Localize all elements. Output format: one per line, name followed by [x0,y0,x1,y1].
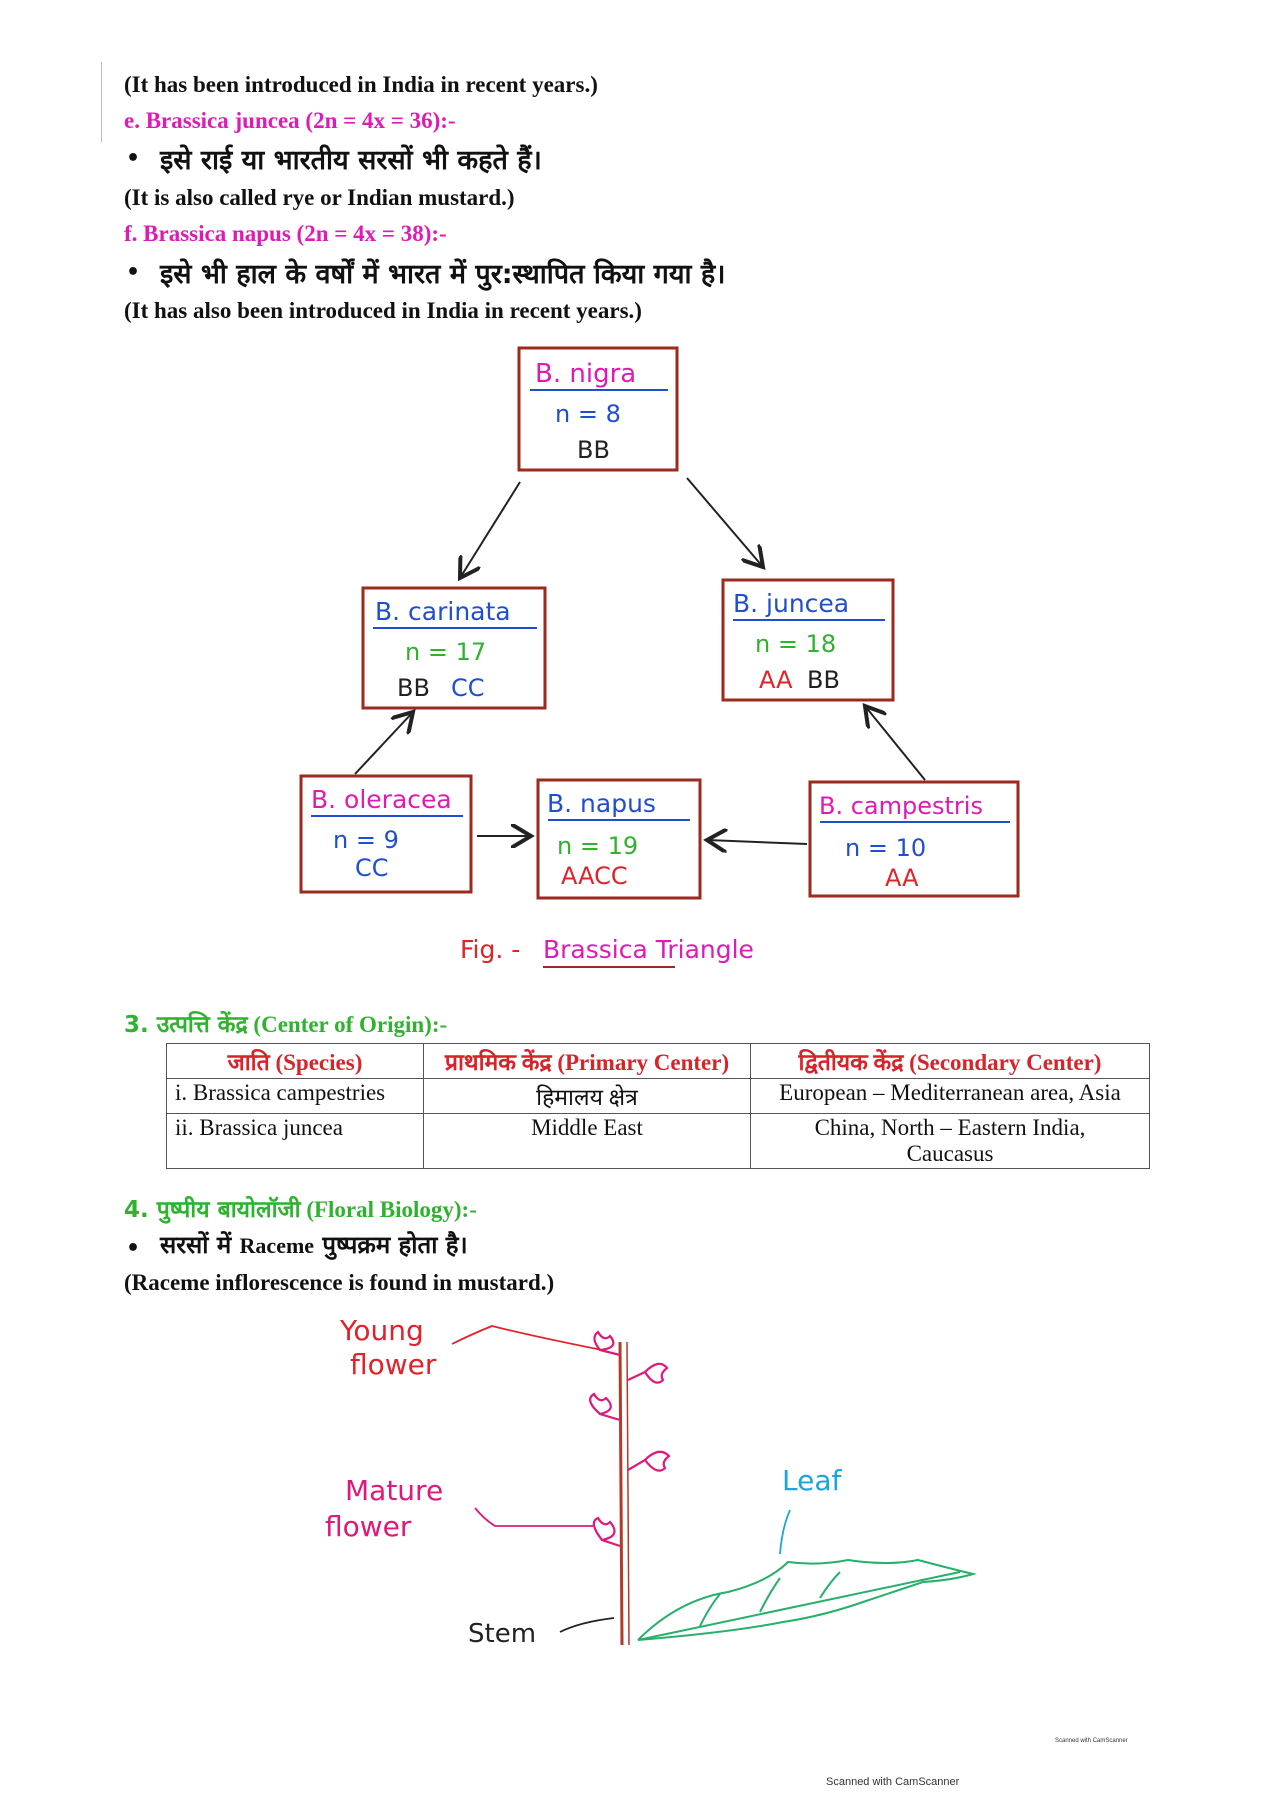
carinata-name: B. carinata [375,597,511,626]
napus-n: n = 19 [557,832,638,860]
arrow-campestris-juncea [865,706,926,781]
juncea-box [721,578,895,702]
table-cell: हिमालय क्षेत्र [423,1078,751,1114]
nigra-genome: BB [577,436,610,464]
oleracea-genome: CC [355,854,389,882]
nigra-box [517,346,679,472]
watermark-small: Scanned with CamScanner [1055,1738,1128,1744]
floral-hindi: सरसों में Raceme पुष्पक्रम होता है। [160,1228,468,1261]
carinata-genome-bb: BB [397,674,430,702]
arrow-nigra-juncea [686,477,763,567]
bullet: • [126,260,141,285]
stem-label: Stem [468,1619,536,1649]
caption-main: Brassica Triangle [543,935,754,964]
juncea-genome-bb: BB [807,666,840,694]
juncea-name: B. juncea [733,589,849,618]
table-cell: China, North – Eastern India, Caucasus [750,1113,1150,1169]
arrow-campestris-napus [707,840,808,844]
flowers [589,1330,671,1548]
arrow-nigra-carinata [460,481,521,578]
mature-flower-label-1: Mature [345,1474,443,1507]
floral-hindi-b: Raceme [239,1233,315,1258]
table-cell: Middle East [423,1113,751,1169]
table-header: प्राथमिक केंद्र (Primary Center) [423,1043,751,1079]
table-row: i. Brassica campestries हिमालय क्षेत्र E… [166,1078,1150,1114]
table-header-row: जाति (Species) प्राथमिक केंद्र (Primary … [166,1043,1150,1079]
oleracea-box [299,774,473,894]
juncea-genome-aa: AA [759,666,793,694]
oleracea-name: B. oleracea [311,785,452,814]
young-flower-label-1: Young [339,1314,424,1347]
leaf-label: Leaf [782,1464,842,1497]
origin-heading: 3. उत्पत्ति केंद्र (Center of Origin):- [124,1007,447,1039]
floral-hindi-c: पुष्पक्रम होता है। [314,1231,468,1259]
bullet: • [126,1236,141,1261]
intro-note: (It has been introduced in India in rece… [124,72,598,97]
napus-english: (It has also been introduced in India in… [124,298,642,323]
brassica-triangle-diagram: B. nigra n = 8 BB B. carinata n = 17 BB … [299,346,1020,968]
floral-heading-en: (Floral Biology):- [300,1197,477,1222]
table-row: ii. Brassica juncea Middle East China, N… [166,1113,1150,1169]
juncea-english: (It is also called rye or Indian mustard… [124,185,515,210]
napus-heading: f. Brassica napus (2n = 4x = 38):- [124,221,447,246]
napus-genome: AACC [561,862,628,890]
leaf-shape [637,1558,977,1641]
margin-rule [101,62,102,142]
watermark: Scanned with CamScanner [826,1776,960,1788]
napus-box [536,778,702,900]
floral-heading: 4. पुष्पीय बायोलॉजी (Floral Biology):- [124,1192,477,1224]
table-header: जाति (Species) [166,1043,424,1079]
juncea-n: n = 18 [755,630,836,658]
napus-hindi: इसे भी हाल के वर्षों में भारत में पुर:स्… [160,259,726,290]
origin-heading-en: (Center of Origin):- [247,1012,448,1037]
bullet: • [126,146,141,171]
table-cell: ii. Brassica juncea [166,1113,424,1169]
raceme-diagram: Young flower Mature flower Leaf Stem [325,1314,977,1649]
carinata-box [361,586,547,710]
campestris-genome: AA [885,864,919,892]
nigra-name: B. nigra [535,359,636,389]
origin-table: जाति (Species) प्राथमिक केंद्र (Primary … [166,1043,1150,1169]
arrow-oleracea-carinata [354,712,413,775]
juncea-hindi: इसे राई या भारतीय सरसों भी कहते हैं। [160,145,542,176]
mature-flower-label-2: flower [325,1510,412,1543]
campestris-n: n = 10 [845,834,926,862]
nigra-n: n = 8 [555,400,621,428]
campestris-name: B. campestris [819,792,983,820]
juncea-heading: e. Brassica juncea (2n = 4x = 36):- [124,108,456,133]
floral-heading-hindi: 4. पुष्पीय बायोलॉजी [124,1197,301,1223]
table-cell: European – Mediterranean area, Asia [750,1078,1150,1114]
floral-english: (Raceme inflorescence is found in mustar… [124,1270,555,1295]
carinata-genome-cc: CC [451,674,485,702]
origin-heading-hindi: 3. उत्पत्ति केंद्र [124,1012,248,1038]
carinata-n: n = 17 [405,638,486,666]
young-flower-label-2: flower [350,1348,437,1381]
table-cell: i. Brassica campestries [166,1078,424,1114]
table-header: द्वितीयक केंद्र (Secondary Center) [750,1043,1150,1079]
oleracea-n: n = 9 [333,826,399,854]
campestris-box [808,780,1020,898]
napus-name: B. napus [547,789,656,818]
floral-hindi-a: सरसों में [160,1231,240,1259]
caption-prefix: Fig. - [460,935,520,964]
